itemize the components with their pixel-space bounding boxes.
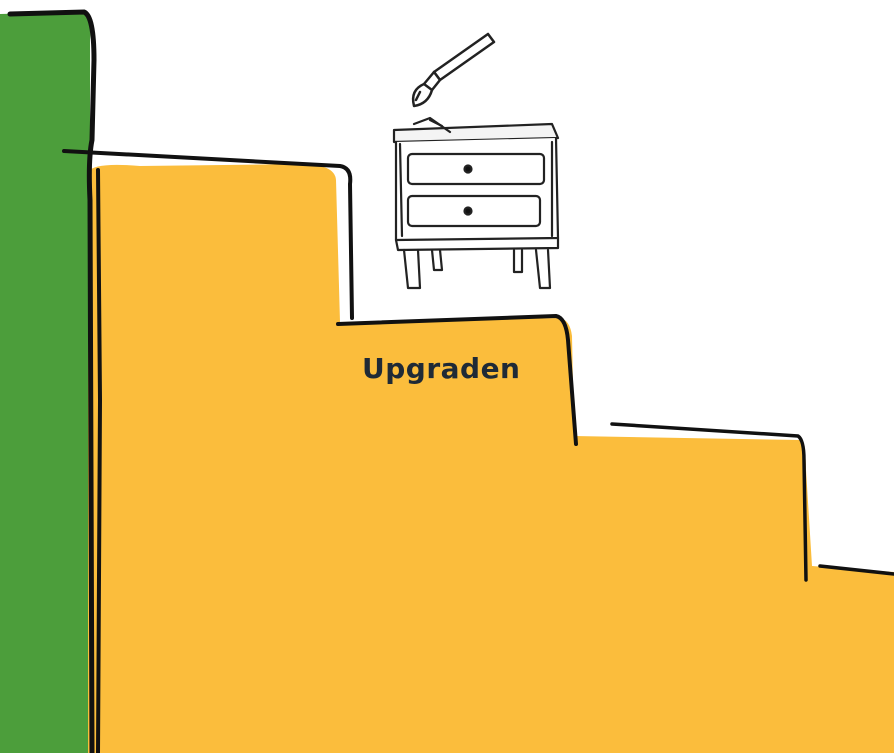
dresser-icon — [394, 118, 558, 288]
step-label-upgraden: Upgraden — [362, 352, 521, 385]
wall-edge-line — [98, 170, 100, 753]
staircase-fill — [88, 164, 894, 753]
paintbrush-icon — [413, 34, 494, 106]
green-wall — [0, 12, 90, 753]
